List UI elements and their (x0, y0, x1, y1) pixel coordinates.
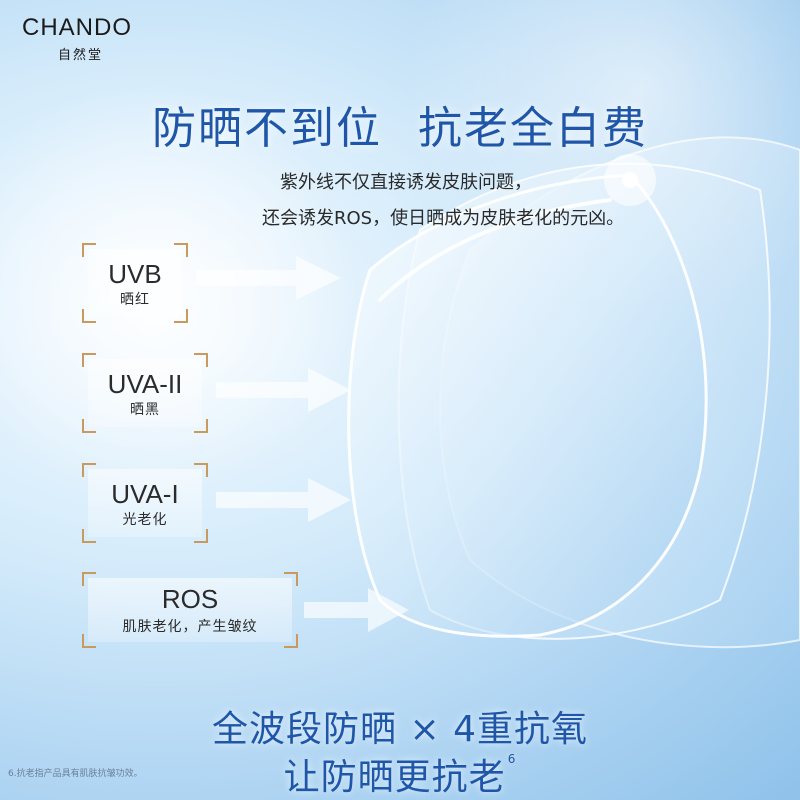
label-uva-ii: UVA-II 晒黑 (82, 353, 208, 433)
label-sub: 肌肤老化，产生皱纹 (122, 619, 258, 635)
label-main: UVA-I (111, 479, 179, 509)
headline: 防晒不到位抗老全白费 (0, 92, 800, 156)
slogan-line2-text: 让防晒更抗老 (283, 757, 506, 798)
shield-layer-front (347, 173, 708, 638)
arrow-right-icon (216, 368, 351, 412)
label-uva-i: UVA-I 光老化 (82, 463, 208, 543)
label-sub: 晒红 (120, 292, 150, 308)
footnote-marker: 6 (507, 752, 517, 766)
arrow-right-icon (196, 256, 341, 300)
headline-part2: 抗老全白费 (418, 103, 648, 154)
brand-name-cn: 自然堂 (58, 48, 104, 63)
description-line1: 紫外线不仅直接诱发皮肤问题， (280, 172, 532, 193)
light-flare-core (622, 172, 638, 188)
label-main: UVA-II (107, 369, 183, 399)
slogan-line1: 全波段防晒 × 4重抗氧 (212, 709, 588, 750)
description-line2: 还会诱发ROS，使日晒成为皮肤老化的元凶。 (262, 208, 625, 229)
headline-part1: 防晒不到位 (152, 103, 382, 154)
label-sub: 光老化 (122, 512, 168, 528)
label-uvb: UVB 晒红 (82, 243, 188, 323)
arrow-right-icon (304, 588, 409, 632)
brand-name-en: CHANDO (22, 14, 133, 41)
label-sub: 晒黑 (130, 402, 160, 418)
shield-highlight (378, 198, 612, 302)
label-main: ROS (161, 584, 219, 614)
label-main: UVB (108, 259, 162, 289)
arrow-right-icon (216, 478, 351, 522)
label-ros: ROS 肌肤老化，产生皱纹 (82, 572, 298, 648)
brand-logo: CHANDO 自然堂 (22, 14, 133, 64)
footnote: 6.抗老指产品具有肌肤抗皱功效。 (8, 769, 143, 779)
